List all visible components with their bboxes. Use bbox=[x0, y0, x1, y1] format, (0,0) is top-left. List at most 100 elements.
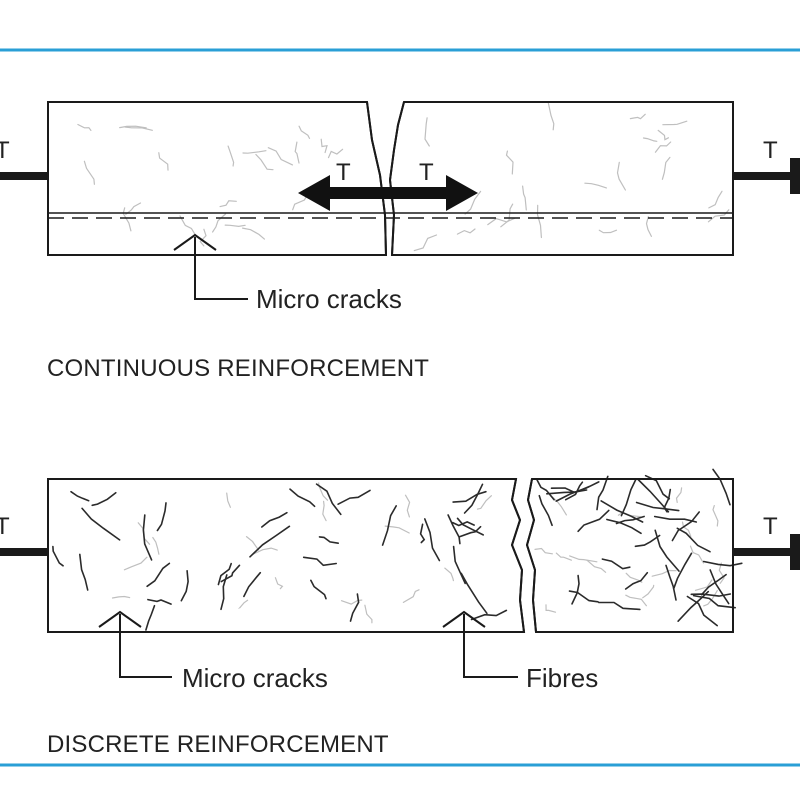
fibre bbox=[690, 593, 732, 597]
rod-end-cap bbox=[790, 158, 800, 194]
micro-crack bbox=[179, 215, 197, 237]
left-tension-rod bbox=[0, 548, 48, 556]
fibres-label: Fibres bbox=[526, 663, 598, 693]
micro-crack bbox=[569, 555, 598, 563]
fibre bbox=[337, 489, 371, 505]
fibre bbox=[577, 509, 610, 533]
micro-crack bbox=[219, 200, 237, 208]
fibre bbox=[459, 525, 482, 538]
fibre bbox=[671, 511, 700, 542]
fibre bbox=[419, 523, 426, 544]
discrete-section-title: DISCRETE REINFORCEMENT bbox=[47, 731, 389, 758]
fibre bbox=[601, 558, 631, 570]
micro-crack bbox=[718, 562, 725, 584]
micro-crack bbox=[320, 138, 328, 154]
right-tension-label: T bbox=[763, 137, 778, 164]
fibre bbox=[686, 595, 718, 627]
micro-crack bbox=[242, 227, 265, 240]
fibre bbox=[470, 609, 508, 621]
micro-crack bbox=[424, 117, 430, 147]
fibre bbox=[243, 571, 262, 598]
fibres-texture bbox=[52, 468, 743, 631]
fibre bbox=[536, 478, 555, 501]
fibre bbox=[615, 515, 645, 525]
micro-crack bbox=[212, 213, 227, 233]
rod-end-cap bbox=[790, 534, 800, 570]
fibre bbox=[81, 507, 121, 541]
fibre bbox=[620, 478, 637, 517]
micro-crack bbox=[226, 492, 231, 508]
fibre bbox=[310, 579, 327, 600]
micro-crack bbox=[119, 125, 147, 129]
fibre bbox=[654, 529, 680, 572]
fibre bbox=[546, 485, 590, 495]
fibre bbox=[147, 598, 172, 605]
micro-crack bbox=[294, 141, 300, 164]
micro-crack bbox=[476, 495, 492, 510]
fibre bbox=[702, 560, 743, 567]
micro-crack bbox=[547, 102, 555, 131]
micro-crack bbox=[318, 482, 329, 501]
micro-cracks-leader bbox=[98, 610, 172, 678]
micro-crack bbox=[642, 137, 658, 142]
fibre bbox=[79, 553, 89, 591]
micro-crack bbox=[152, 536, 160, 555]
micro-crack bbox=[712, 505, 719, 527]
fibre bbox=[318, 536, 339, 544]
fibre bbox=[676, 527, 711, 553]
micro-crack bbox=[251, 547, 278, 556]
micro-crack bbox=[322, 500, 327, 522]
micro-crack bbox=[708, 190, 723, 209]
fibre bbox=[447, 514, 461, 545]
micro-crack bbox=[123, 556, 148, 571]
macro-crack bbox=[510, 478, 537, 633]
micro-crack bbox=[267, 147, 294, 166]
fibre bbox=[460, 572, 488, 615]
micro-crack bbox=[629, 113, 646, 120]
micro-crack bbox=[124, 126, 153, 131]
fibre bbox=[146, 562, 171, 588]
right-tension-rod bbox=[733, 172, 800, 180]
micro-crack bbox=[444, 567, 454, 582]
micro-crack bbox=[237, 599, 249, 609]
micro-crack bbox=[657, 129, 669, 141]
micro-crack bbox=[292, 195, 307, 211]
fibre bbox=[571, 574, 580, 605]
micro-crack bbox=[545, 604, 557, 613]
fibre bbox=[156, 502, 167, 532]
fibre bbox=[452, 545, 466, 585]
left-tension-rod bbox=[0, 172, 48, 180]
micro-crack bbox=[255, 153, 274, 171]
micro-crack bbox=[111, 595, 131, 599]
micro-crack bbox=[227, 145, 235, 167]
fibre bbox=[302, 556, 337, 567]
micro-crack bbox=[456, 228, 476, 235]
macro-crack bbox=[366, 101, 405, 256]
fibre bbox=[70, 490, 90, 502]
fibre bbox=[180, 570, 189, 602]
fibre bbox=[672, 552, 693, 590]
micro-crack bbox=[224, 224, 246, 228]
fibre bbox=[677, 590, 710, 622]
micro-crack bbox=[625, 594, 647, 607]
arrow-right-label: T bbox=[419, 159, 434, 186]
micro-crack bbox=[402, 589, 420, 603]
fibre bbox=[261, 511, 288, 528]
micro-crack bbox=[654, 141, 672, 153]
micro-crack bbox=[487, 217, 516, 226]
micro-crack-texture bbox=[77, 102, 730, 252]
fibres-leader bbox=[442, 610, 518, 678]
fibre bbox=[538, 494, 553, 527]
specimen-right-half bbox=[388, 101, 734, 256]
micro-crack bbox=[404, 494, 411, 518]
fibre bbox=[564, 481, 584, 501]
fibre bbox=[52, 545, 64, 567]
micro-crack bbox=[245, 536, 260, 551]
fibre bbox=[220, 564, 241, 583]
micro-crack bbox=[661, 156, 671, 180]
micro-crack bbox=[500, 203, 514, 228]
micro-crack bbox=[642, 584, 655, 599]
fibre bbox=[606, 518, 642, 535]
fibre bbox=[624, 571, 649, 590]
micro-crack bbox=[534, 547, 553, 555]
